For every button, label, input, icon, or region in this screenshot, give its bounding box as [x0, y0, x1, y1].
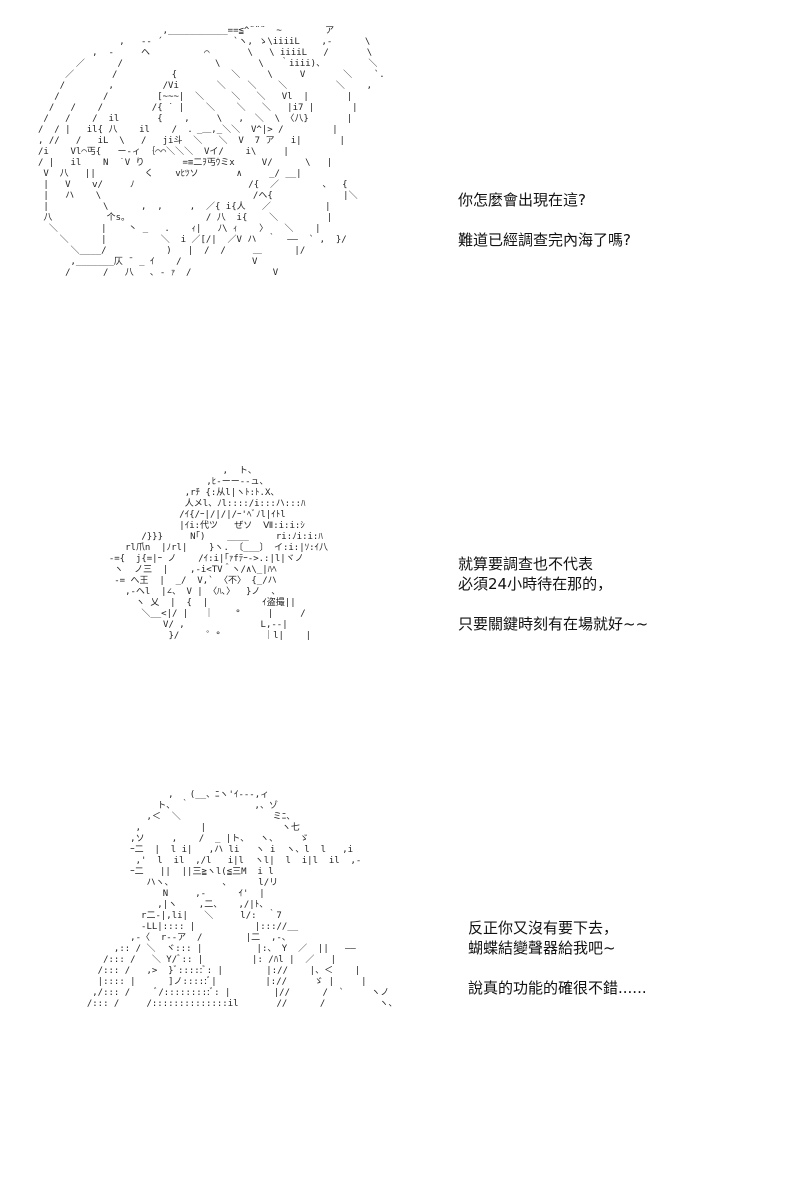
dialogue-gap	[468, 958, 647, 978]
dialogue-line: 你怎麼會出現在這?	[458, 191, 586, 209]
dialogue-line: 蝴蝶結變聲器給我吧~	[468, 939, 616, 957]
panel-1: ,___________==≦^¨¨¨ ~ ア , -‐ ´ `ヽ, ゝ\iii…	[0, 0, 800, 430]
dialogue-gap	[458, 594, 648, 614]
ascii-art-girl: ,___________==≦^¨¨¨ ~ ア , -‐ ´ `ヽ, ゝ\iii…	[38, 26, 385, 278]
ascii-art-boy-holding-cup: , ト、 ,ﾋ‐ーー--ュ、 ,rﾁ {:从l|ヽﾄ:ﾄ.X、 人メl、ﾉl::…	[108, 466, 329, 641]
dialogue-block-3: 反正你又沒有要下去， 蝴蝶結變聲器給我吧~ 說真的功能的確很不錯......	[468, 918, 647, 998]
dialogue-block-2: 就算要調查也不代表 必須24小時待在那的， 只要關鍵時刻有在場就好~~	[458, 554, 648, 634]
ascii-art-boy-looking-down: , (__、ﾆヽ'ｲ--‐,ィ ト、 ｀ ,、ゾ ,＜ ＼ ミﾆ、 , | ヽ七…	[86, 790, 398, 1009]
dialogue-line: 說真的功能的確很不錯......	[468, 979, 647, 997]
dialogue-line: 必須24小時待在那的，	[458, 575, 613, 593]
dialogue-block-1: 你怎麼會出現在這? 難道已經調查完內海了嗎?	[458, 190, 631, 250]
dialogue-line: 難道已經調查完內海了嗎?	[458, 231, 631, 249]
dialogue-gap	[458, 210, 631, 230]
dialogue-line: 反正你又沒有要下去，	[468, 919, 619, 937]
panel-3: , (__、ﾆヽ'ｲ--‐,ィ ト、 ｀ ,、ゾ ,＜ ＼ ミﾆ、 , | ヽ七…	[0, 780, 800, 1200]
panel-2: , ト、 ,ﾋ‐ーー--ュ、 ,rﾁ {:从l|ヽﾄ:ﾄ.X、 人メl、ﾉl::…	[0, 430, 800, 780]
dialogue-line: 就算要調查也不代表	[458, 555, 594, 573]
dialogue-line: 只要關鍵時刻有在場就好~~	[458, 615, 649, 633]
